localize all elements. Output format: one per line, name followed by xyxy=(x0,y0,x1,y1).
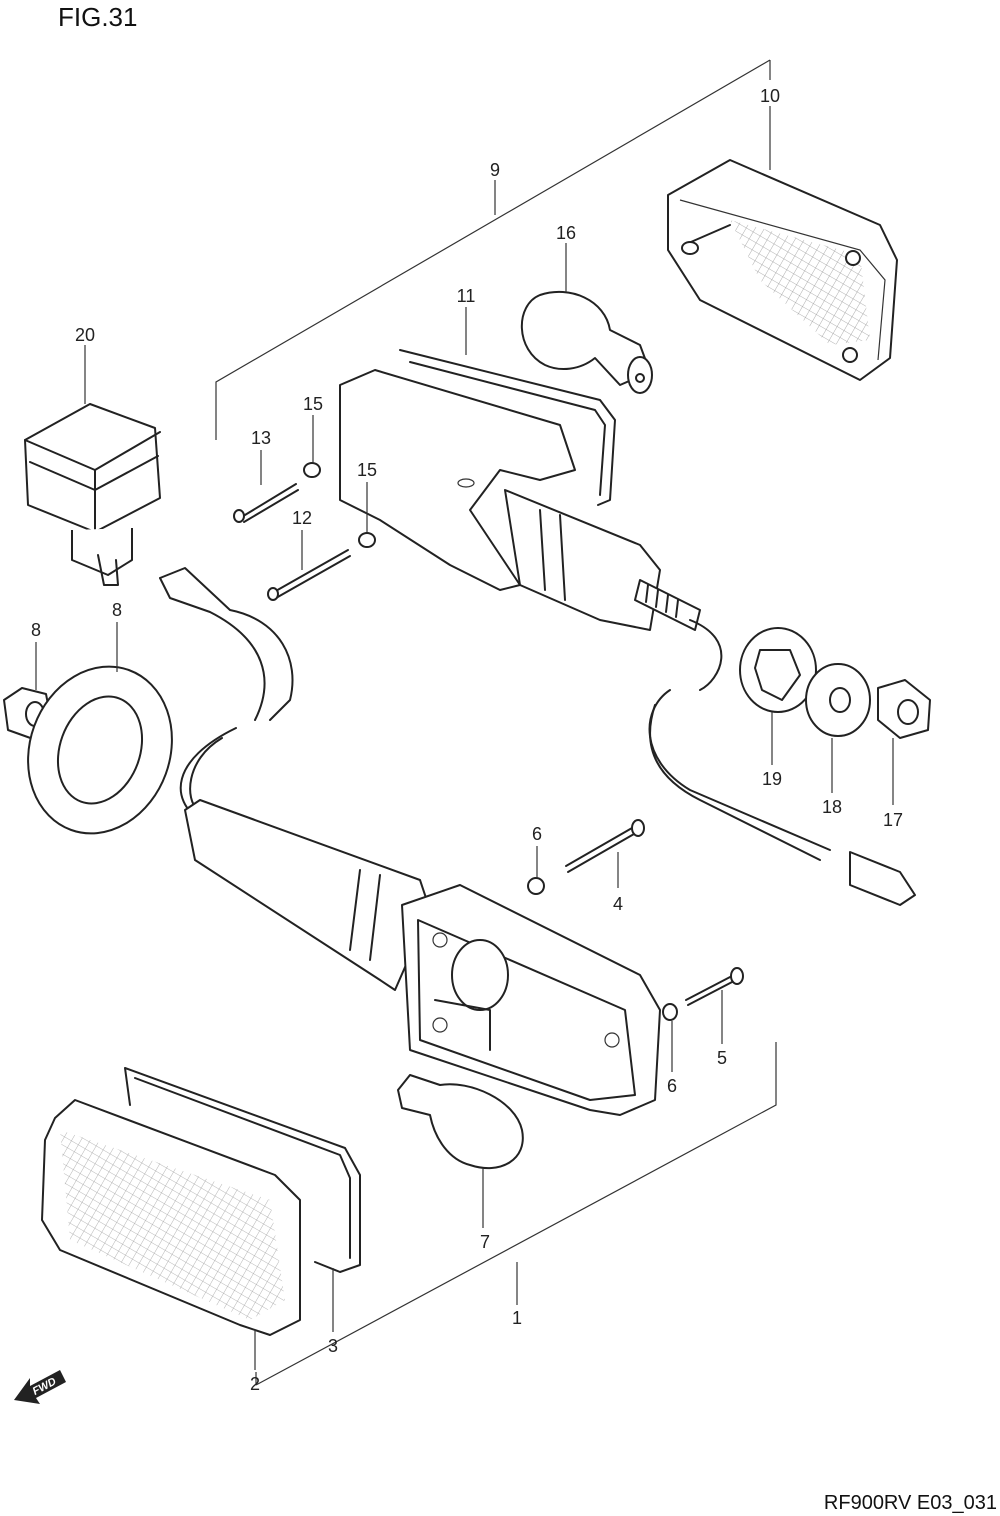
callout-17: 17 xyxy=(883,810,903,830)
screw-part-14 xyxy=(233,483,299,523)
nut-part-17 xyxy=(877,679,931,739)
callout-13: 12 xyxy=(292,508,312,528)
callout-9: 8 xyxy=(31,620,41,640)
callout-16: 16 xyxy=(556,223,576,243)
bulb-part-16 xyxy=(520,290,653,394)
washer-part-6a xyxy=(527,877,545,895)
screw-part-13 xyxy=(267,549,351,601)
lens-part-2 xyxy=(41,1099,301,1336)
callout-11: 10 xyxy=(760,86,780,106)
callout-7: 7 xyxy=(480,1232,490,1252)
wire-upper xyxy=(159,567,916,906)
turn-signal-upper-housing xyxy=(339,369,701,631)
callout-12: 11 xyxy=(457,286,476,306)
assembly-bracket-1 xyxy=(255,1042,777,1386)
screw-part-5 xyxy=(685,967,744,1006)
callout-1: 1 xyxy=(512,1308,522,1328)
fwd-direction-arrow: FWD xyxy=(14,1370,66,1404)
callout-3: 3 xyxy=(328,1336,338,1356)
callout-15a: 15 xyxy=(303,394,323,414)
callout-10: 9 xyxy=(490,160,500,180)
gasket-part-12 xyxy=(399,349,616,506)
callout-8: 8 xyxy=(112,600,122,620)
washer-part-15b xyxy=(358,532,376,548)
washer-part-6b xyxy=(662,1003,678,1021)
turn-signal-lower-housing xyxy=(179,727,661,1116)
figure-code: RF900RV E03_031 xyxy=(824,1492,997,1514)
callout-4: 4 xyxy=(613,894,623,914)
bulb-part-7 xyxy=(397,1074,524,1170)
leader-lines xyxy=(35,106,894,1370)
callouts: 10 9 16 11 20 15 13 15 12 8 8 19 18 17 6… xyxy=(31,86,903,1394)
assembly-bracket-10 xyxy=(215,59,771,440)
lens-part-11 xyxy=(667,159,898,381)
callout-15b: 15 xyxy=(357,460,377,480)
callout-19: 19 xyxy=(762,769,782,789)
callout-6a: 6 xyxy=(532,824,542,844)
fwd-label: FWD xyxy=(31,1376,59,1398)
screw-part-4 xyxy=(565,819,645,873)
cushion-part-8 xyxy=(27,665,173,835)
washer-part-15a xyxy=(303,462,321,478)
callout-5: 5 xyxy=(717,1048,727,1068)
washer-part-18 xyxy=(805,663,871,737)
gasket-part-3 xyxy=(124,1067,361,1273)
nut-part-19 xyxy=(739,627,817,713)
relay-part-20 xyxy=(24,403,161,586)
callout-6b: 6 xyxy=(667,1076,677,1096)
callout-18: 18 xyxy=(822,797,842,817)
callout-14: 13 xyxy=(251,428,271,448)
callout-20: 20 xyxy=(75,325,95,345)
figure-title: FIG.31 xyxy=(58,2,137,32)
callout-2: 2 xyxy=(250,1374,260,1394)
